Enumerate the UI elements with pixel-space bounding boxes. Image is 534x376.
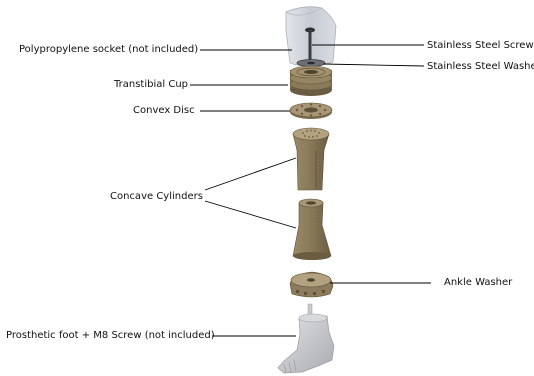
transtibial-cup <box>290 66 332 96</box>
concave-cylinder-upper <box>293 128 329 190</box>
convex-disc <box>290 103 332 119</box>
leader-washer <box>324 64 424 66</box>
ankle-washer-part <box>290 272 333 297</box>
prosthetic-foot <box>278 304 334 373</box>
leader-cylinder-upper <box>205 158 296 190</box>
label-convex-disc: Convex Disc <box>133 105 195 117</box>
stainless-steel-washer <box>297 60 325 67</box>
label-prosthetic-foot: Prosthetic foot + M8 Screw (not included… <box>6 330 215 342</box>
leader-cylinder-lower <box>205 201 296 228</box>
label-stainless-steel-screw: Stainless Steel Screw <box>427 40 534 52</box>
label-polypropylene-socket: Polypropylene socket (not included) <box>19 44 198 56</box>
label-concave-cylinders: Concave Cylinders <box>110 191 203 203</box>
concave-cylinder-lower <box>293 199 331 260</box>
label-ankle-washer: Ankle Washer <box>444 277 512 289</box>
label-transtibial-cup: Transtibial Cup <box>114 79 188 91</box>
label-stainless-steel-washer: Stainless Steel Washer <box>427 61 534 73</box>
